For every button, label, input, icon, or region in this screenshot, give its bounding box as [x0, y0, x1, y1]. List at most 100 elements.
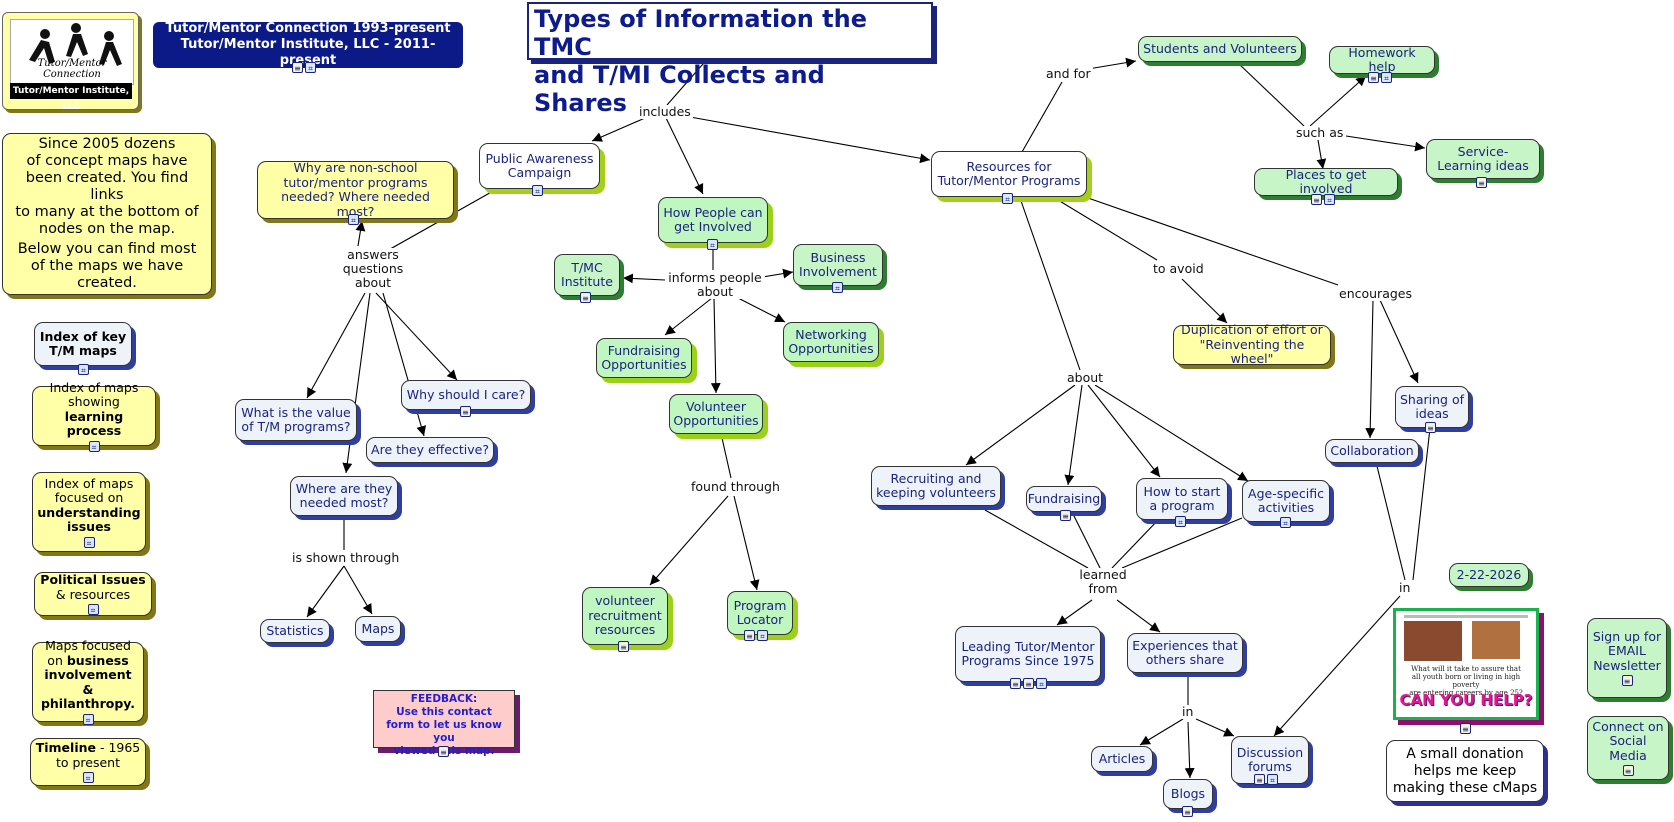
social-media-node[interactable]: Connect on Social Media ≡ — [1587, 716, 1669, 780]
concept-map-icon[interactable]: ⌗ — [1036, 678, 1047, 689]
resources-node[interactable]: Resources for Tutor/Mentor Programs — [931, 151, 1087, 197]
link-label: found through — [689, 479, 782, 494]
running-figures-icon — [29, 23, 122, 66]
concept-map-icon[interactable]: ⌗ — [1002, 193, 1013, 204]
leading-programs-node[interactable]: Leading Tutor/Mentor Programs Since 1975 — [955, 626, 1101, 682]
document-icon[interactable]: ≡ — [292, 62, 303, 73]
index-learning-process-node[interactable]: Index of maps showing learning process ⌗ — [32, 380, 156, 452]
link-label: and for — [1044, 66, 1093, 81]
document-icon[interactable]: ≡ — [1476, 177, 1487, 188]
link-label: answers questions about — [338, 248, 408, 290]
header-icons: ≡⌗ — [292, 62, 316, 73]
homework-help-node[interactable]: Homework help — [1329, 45, 1435, 74]
concept-map-icon[interactable]: ⌗ — [87, 604, 99, 615]
donation-node[interactable]: A small donation helps me keep making th… — [1386, 740, 1544, 802]
poster-photo — [1404, 621, 1462, 661]
document-icon[interactable]: ≡ — [1622, 765, 1634, 777]
document-icon[interactable]: ≡ — [1182, 806, 1193, 817]
maps-node[interactable]: Maps — [355, 616, 401, 642]
concept-map-icon[interactable]: ⌗ — [305, 62, 316, 73]
document-icon[interactable]: ≡ — [1425, 422, 1436, 433]
public-awareness-node[interactable]: Public Awareness Campaign — [479, 143, 600, 189]
concept-map-icon[interactable]: ⌗ — [832, 282, 843, 293]
networking-opportunities-node[interactable]: Networking Opportunities — [783, 322, 879, 362]
fundraising-node[interactable]: Fundraising — [1026, 486, 1102, 512]
concept-map-icon[interactable]: ⌗ — [1267, 774, 1278, 785]
business-involvement-node[interactable]: Business Involvement — [793, 244, 883, 286]
document-icon[interactable]: ≡ — [1060, 510, 1071, 521]
link-label: informs people about — [665, 271, 765, 299]
document-icon[interactable]: ≡ — [460, 406, 471, 417]
volunteer-recruitment-node[interactable]: volunteer recruitment resources — [582, 587, 668, 645]
program-locator-node[interactable]: Program Locator — [727, 591, 793, 635]
concept-map-icon[interactable]: ⌗ — [1324, 194, 1335, 205]
document-icon[interactable]: ≡ — [618, 641, 629, 652]
concept-map-icon[interactable]: ⌗ — [1280, 517, 1291, 528]
collaboration-node[interactable]: Collaboration — [1325, 439, 1419, 463]
statistics-node[interactable]: Statistics — [260, 619, 330, 643]
concept-map-icon[interactable]: ⌗ — [707, 239, 718, 250]
document-icon[interactable]: ≡ — [580, 292, 591, 303]
link-label: learned from — [1075, 568, 1131, 596]
concept-map-icon[interactable]: ⌗ — [757, 630, 768, 641]
document-icon[interactable]: ≡ — [1621, 675, 1633, 687]
concept-map-icon[interactable]: ⌗ — [532, 185, 543, 196]
poster-photo — [1472, 621, 1520, 659]
concept-map-icon[interactable]: ⌗ — [348, 214, 359, 225]
link-label: in — [1397, 580, 1413, 595]
blogs-node[interactable]: Blogs — [1163, 779, 1213, 809]
index-understanding-issues-node[interactable]: Index of maps focused on understanding i… — [32, 472, 146, 552]
link-label: such as — [1294, 125, 1346, 140]
concept-map-icon[interactable]: ⌗ — [82, 772, 94, 783]
students-volunteers-node[interactable]: Students and Volunteers — [1138, 36, 1302, 62]
newsletter-signup-node[interactable]: Sign up for EMAIL Newsletter ≡ — [1587, 618, 1667, 698]
document-icon[interactable]: ≡ — [1460, 723, 1471, 734]
value-node[interactable]: What is the value of T/M programs? — [235, 399, 357, 441]
document-icon[interactable]: ≡ — [438, 746, 449, 757]
date-node: 2-22-2026 — [1449, 563, 1529, 587]
effective-node[interactable]: Are they effective? — [366, 437, 494, 463]
concept-map-icon[interactable]: ⌗ — [82, 713, 94, 725]
places-to-get-involved-node[interactable]: Places to get involved — [1254, 167, 1398, 196]
concept-map-icon[interactable]: ⌗ — [1175, 516, 1186, 527]
document-icon[interactable]: ≡ — [1311, 194, 1322, 205]
organization-header: Tutor/Mentor Connection 1993-present Tut… — [153, 21, 463, 68]
tmc-institute-node[interactable]: T/MC Institute — [554, 254, 620, 296]
why-nonschool-node[interactable]: Why are non-school tutor/mentor programs… — [257, 160, 454, 219]
document-icon[interactable]: ≡ — [1368, 72, 1379, 83]
document-icon[interactable]: ≡ — [744, 630, 755, 641]
how-people-node[interactable]: How People can get Involved — [658, 197, 768, 243]
link-label: about — [1065, 370, 1106, 385]
logo-bar: Tutor/Mentor Institute, LLC — [10, 83, 132, 112]
concept-map-icon[interactable]: ⌗ — [88, 440, 100, 452]
link-label: in — [1180, 704, 1196, 719]
link-label: includes — [637, 104, 693, 119]
where-needed-node[interactable]: Where are they needed most? — [290, 476, 398, 516]
recruiting-volunteers-node[interactable]: Recruiting and keeping volunteers — [871, 466, 1001, 506]
volunteer-opportunities-node[interactable]: Volunteer Opportunities — [669, 394, 763, 434]
experiences-node[interactable]: Experiences that others share — [1127, 633, 1243, 673]
document-icon[interactable]: ≡ — [1010, 678, 1021, 689]
page-title: Types of Information the TMC and T/MI Co… — [527, 2, 933, 117]
document-icon[interactable]: ≡ — [1254, 774, 1265, 785]
fundraising-opportunities-node[interactable]: Fundraising Opportunities — [596, 338, 692, 378]
start-program-node[interactable]: How to start a program — [1136, 478, 1228, 520]
duplication-node[interactable]: Duplication of effort or "Reinventing th… — [1173, 323, 1331, 366]
service-learning-node[interactable]: Service-Learning ideas — [1426, 139, 1540, 179]
concept-map-icon[interactable]: ⌗ — [1381, 72, 1392, 83]
articles-node[interactable]: Articles — [1091, 746, 1153, 772]
timeline-node[interactable]: Timeline - 1965 to present ⌗ — [30, 738, 146, 786]
sharing-ideas-node[interactable]: Sharing of ideas — [1395, 386, 1469, 428]
concept-map-icon[interactable]: ⌗ — [83, 536, 95, 548]
concept-map-icon[interactable]: ⌗ — [78, 364, 89, 375]
political-issues-node[interactable]: Political Issues& resources ⌗ — [34, 572, 152, 616]
business-philanthropy-maps-node[interactable]: Maps focused on business involvement & p… — [32, 639, 144, 725]
document-icon[interactable]: ≡ — [1023, 678, 1034, 689]
age-specific-node[interactable]: Age-specific activities — [1242, 480, 1330, 522]
